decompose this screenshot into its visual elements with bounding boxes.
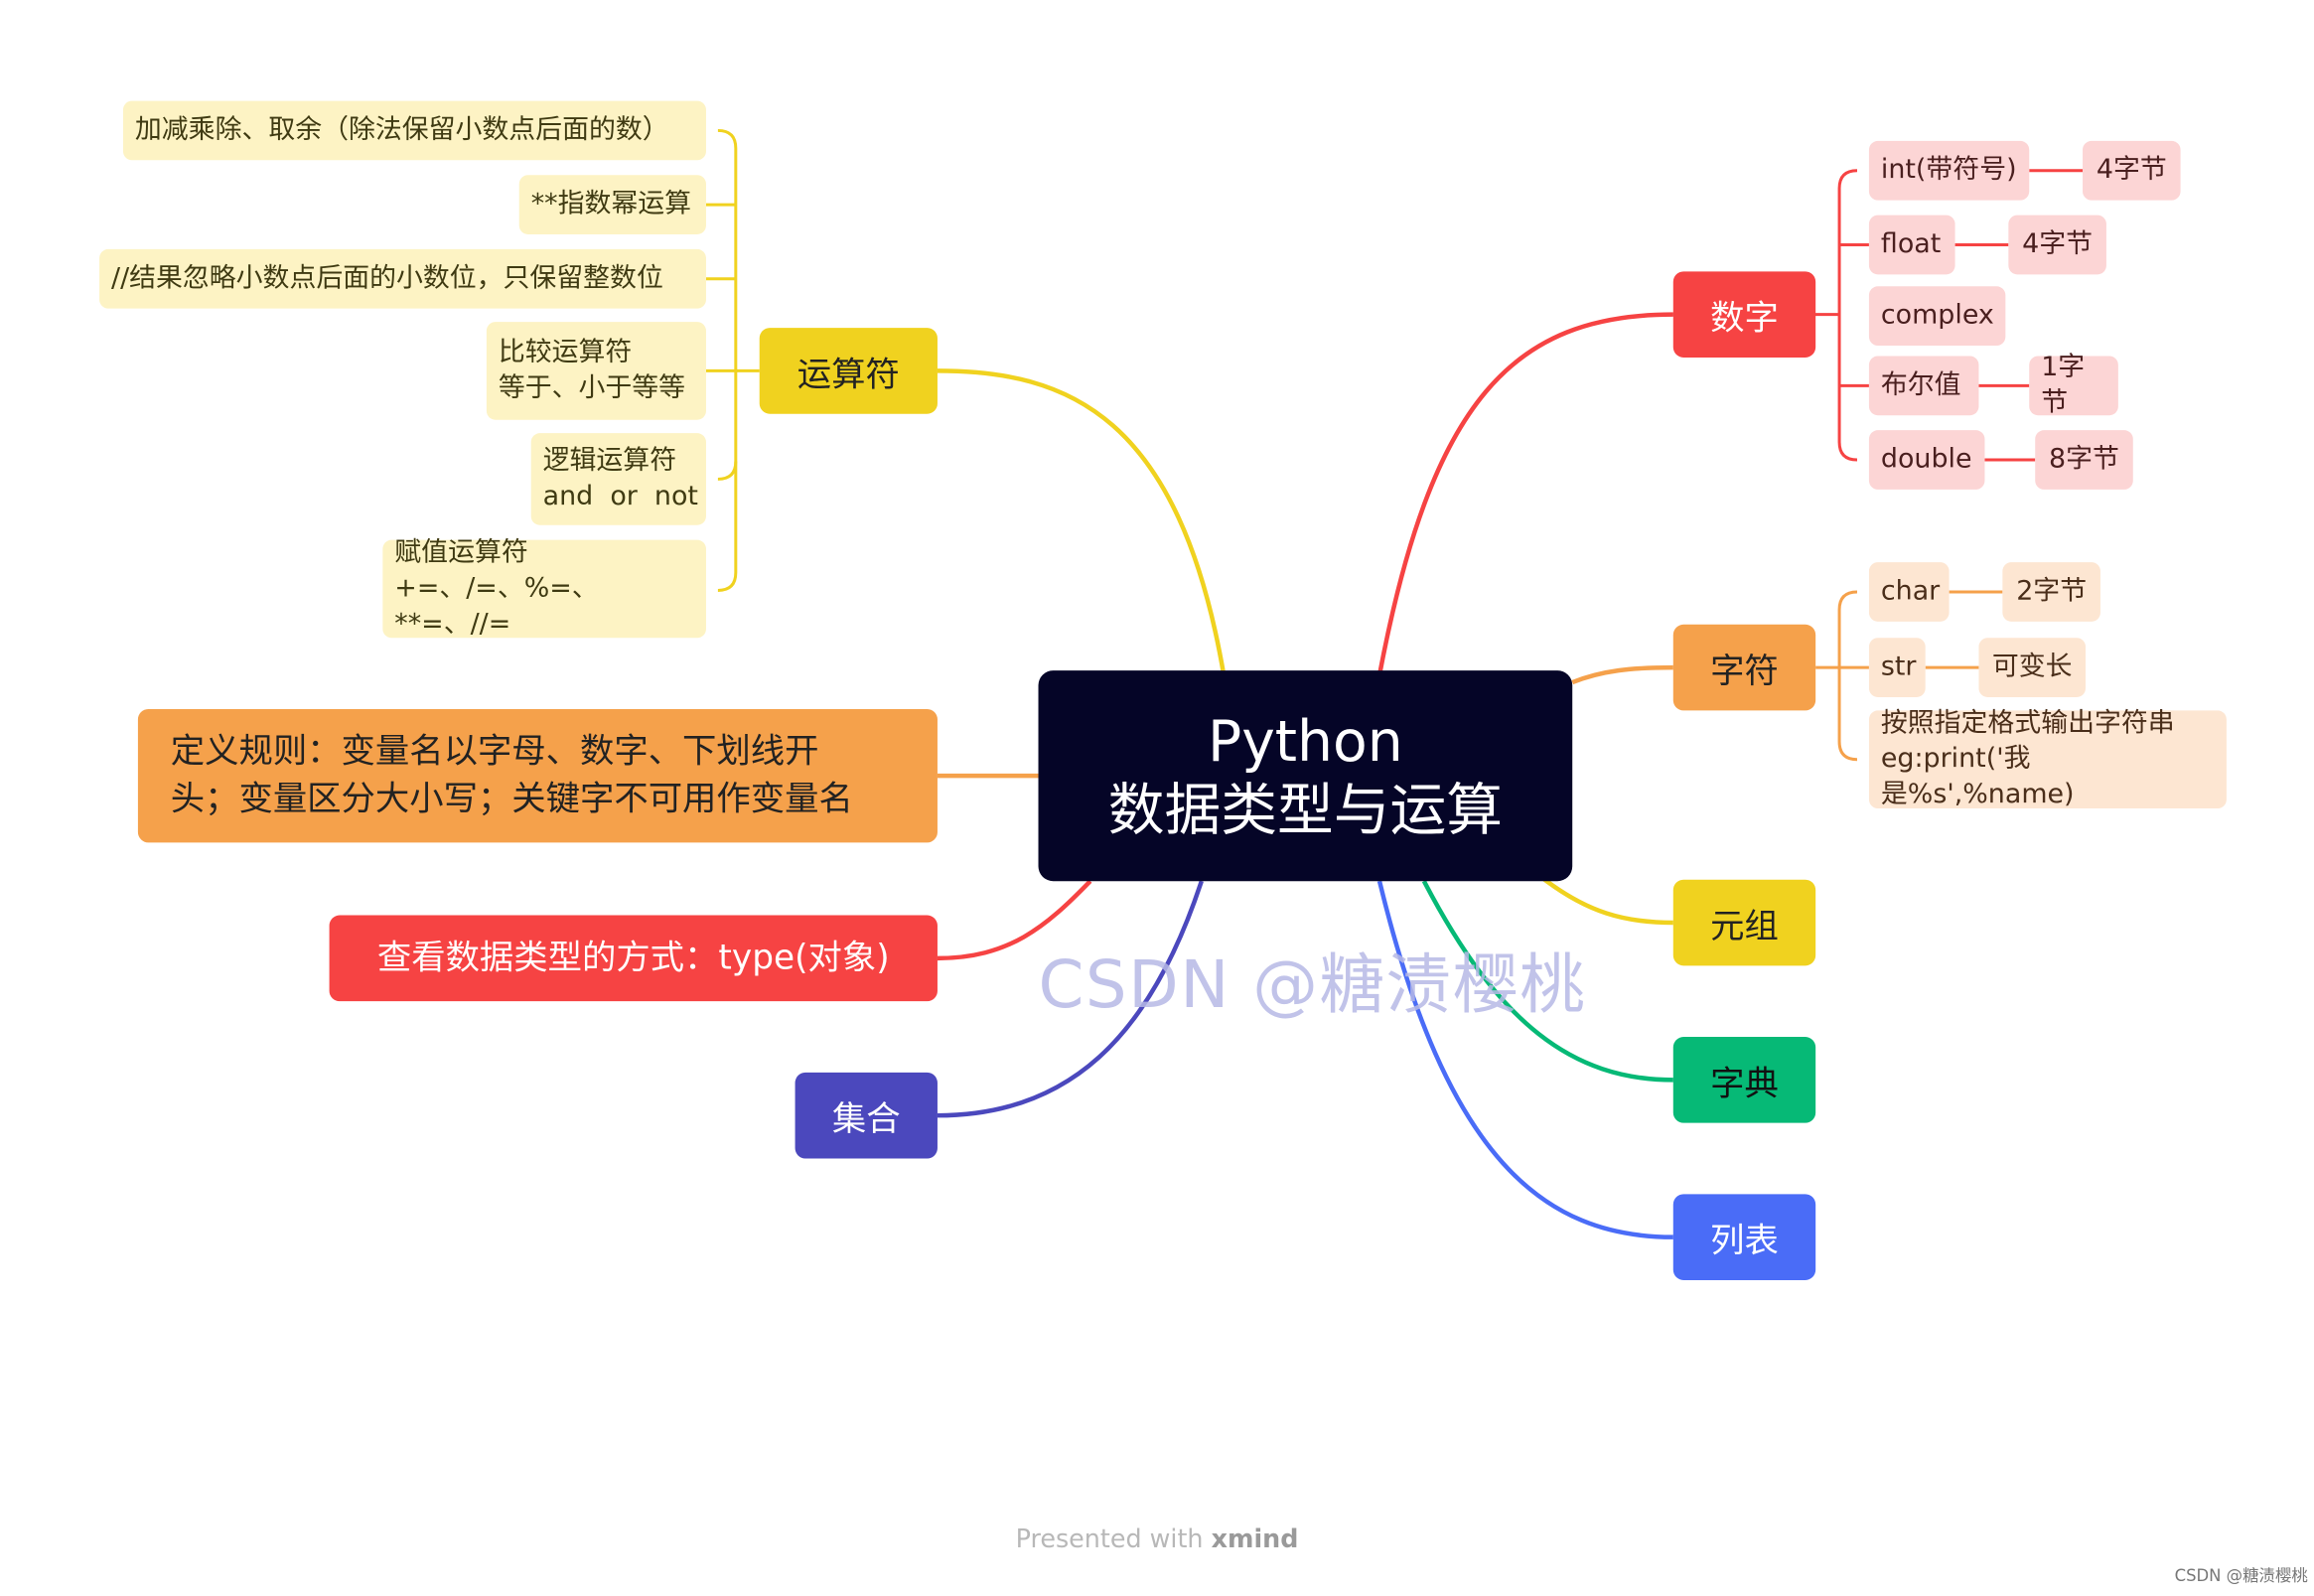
link-number: [1376, 312, 1673, 676]
number-float[interactable]: float: [1868, 215, 1955, 275]
central-title-line2: 数据类型与运算: [1107, 777, 1504, 843]
operator-power[interactable]: **指数幂运算: [518, 175, 706, 234]
type-check[interactable]: 查看数据类型的方式：type(对象): [329, 915, 938, 1002]
branch-char[interactable]: 字符: [1672, 624, 1816, 711]
char-format-note[interactable]: 按照指定格式输出字符串 eg:print('我是%s',%name): [1868, 707, 2227, 810]
number-bool[interactable]: 布尔值: [1868, 356, 1979, 416]
number-complex[interactable]: complex: [1868, 286, 2006, 347]
char-str[interactable]: str: [1868, 638, 1926, 697]
number-float-size[interactable]: 4字节: [2008, 215, 2106, 275]
presented-with-footer: Presented with xmind: [0, 1524, 2314, 1554]
operator-floor-division[interactable]: //结果忽略小数点后面的小数位，只保留整数位: [99, 248, 706, 309]
credit-text: CSDN @糖渍樱桃: [2174, 1566, 2308, 1586]
xmind-brand: xmind: [1211, 1524, 1299, 1555]
char-char-size[interactable]: 2字节: [2002, 562, 2100, 622]
number-int[interactable]: int(带符号): [1868, 140, 2030, 201]
number-double-size[interactable]: 8字节: [2035, 430, 2133, 490]
central-title-line1: Python: [1207, 708, 1403, 775]
number-double[interactable]: double: [1868, 430, 1985, 490]
branch-list[interactable]: 列表: [1672, 1194, 1816, 1280]
link-list: [1376, 880, 1673, 1239]
char-str-size[interactable]: 可变长: [1978, 638, 2087, 697]
naming-rule[interactable]: 定义规则：变量名以字母、数字、下划线开 头；变量区分大小写；关键字不可用作变量名: [137, 708, 938, 843]
branch-tuple[interactable]: 元组: [1672, 879, 1816, 966]
operators-bracket: [705, 128, 760, 592]
branch-operators[interactable]: 运算符: [759, 328, 938, 414]
operator-logical[interactable]: 逻辑运算符 and or not: [530, 433, 706, 525]
link-char: [1571, 664, 1673, 685]
link-tuple: [1540, 876, 1673, 926]
link-operators: [937, 368, 1227, 675]
char-char[interactable]: char: [1868, 562, 1950, 622]
link-set: [937, 880, 1204, 1118]
operator-assignment[interactable]: 赋值运算符 +=、/=、%=、**=、//=: [382, 537, 706, 640]
branch-dict[interactable]: 字典: [1672, 1037, 1816, 1123]
link-dict: [1421, 880, 1673, 1083]
branch-number[interactable]: 数字: [1672, 271, 1816, 358]
central-topic[interactable]: Python 数据类型与运算: [1038, 670, 1573, 882]
number-bool-size[interactable]: 1字节: [2029, 352, 2118, 418]
operator-arithmetic[interactable]: 加减乘除、取余（除法保留小数点后面的数）: [122, 100, 706, 161]
link-type-check: [937, 879, 1092, 961]
char-bracket: [1815, 590, 2003, 762]
branch-set[interactable]: 集合: [795, 1072, 938, 1159]
number-int-size[interactable]: 4字节: [2083, 140, 2181, 201]
watermark: CSDN @糖渍樱桃: [1038, 947, 1587, 1024]
operator-comparison[interactable]: 比较运算符 等于、小于等等: [486, 322, 706, 420]
presented-text: Presented with: [1015, 1524, 1204, 1555]
